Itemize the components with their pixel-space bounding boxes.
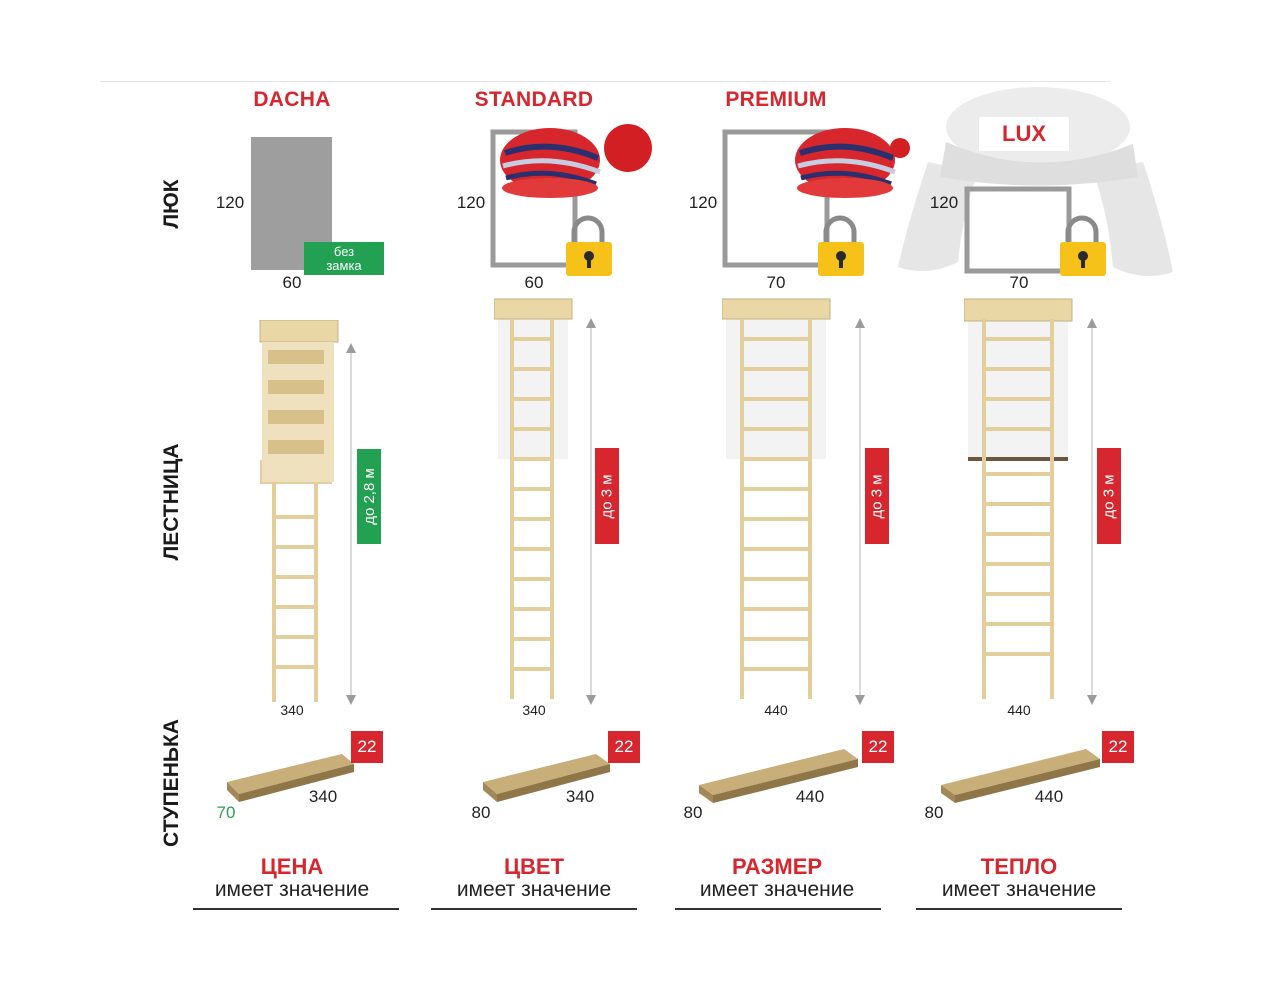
hatch-width-lux: 70 [1009,273,1029,292]
ladder-width-dacha: 340 [280,702,304,718]
folding-ladder-icon [722,298,831,699]
footer-title-lux: ТЕПЛО [980,854,1058,879]
wooden-step-icon [227,754,354,802]
step-thickness-standard: 22 [608,731,640,763]
hatch-height-premium: 120 [688,193,718,212]
folding-ladder-icon [964,298,1073,699]
footer-line-standard [431,908,637,910]
hatch-width-premium: 70 [766,273,786,292]
ladder-standard [494,298,573,699]
hatch-width-standard: 60 [524,273,544,292]
step-lux [941,749,1100,803]
footer-title-dacha: ЦЕНА [260,854,324,879]
ladder-dacha [259,320,339,702]
ladder-height-badge-premium: до 3 м [865,448,889,544]
step-length-lux: 440 [1034,787,1064,806]
folding-ladder-icon [259,320,339,702]
model-title-standard: STANDARD [474,88,594,111]
footer-line-premium [675,908,881,910]
hatch-standard [490,124,652,276]
no-lock-text: без замка [326,243,362,273]
footer-sub-dacha: имеет значение [214,878,370,901]
ladder-height-standard: до 3 м [598,473,616,519]
hatch-width-dacha: 60 [282,273,302,292]
model-title-dacha: DACHA [253,88,331,111]
ladder-height-arrow-standard [586,318,596,705]
hatch-height-standard: 120 [456,193,486,212]
footer-title-standard: ЦВЕТ [503,854,565,879]
footer-sub-lux: имеет значение [941,878,1097,901]
step-length-premium: 440 [795,787,825,806]
ladder-height-arrow-premium [855,318,865,705]
footer-sub-premium: имеет значение [699,878,855,901]
ladder-width-lux: 440 [1007,702,1031,718]
row-label-ladder: ЛЕСТНИЦА [160,443,183,561]
step-depth-standard: 80 [471,803,491,822]
ladder-height-arrow-lux [1087,318,1097,705]
footer-line-lux [916,908,1122,910]
ladder-height-lux: до 3 м [1100,473,1118,519]
step-standard [483,754,610,802]
knit-hat-icon [795,128,910,198]
hatch-height-dacha: 120 [215,193,245,212]
step-thickness-dacha: 22 [351,731,383,763]
wooden-step-icon [699,749,858,803]
hatch-height-lux: 120 [929,193,959,212]
model-title-premium: PREMIUM [725,88,827,111]
step-length-dacha: 340 [308,787,338,806]
ladder-width-premium: 440 [764,702,788,718]
footer-sub-standard: имеет значение [456,878,612,901]
step-length-standard: 340 [565,787,595,806]
step-depth-premium: 80 [683,803,703,822]
step-thickness-premium: 22 [862,731,894,763]
padlock-icon [818,215,864,276]
ladder-height-arrow-dacha [346,343,356,705]
no-lock-badge: без замка [304,242,384,275]
folding-ladder-icon [494,298,573,699]
ladder-premium [722,298,831,699]
step-premium [699,749,858,803]
ladder-height-badge-standard: до 3 м [595,448,619,544]
padlock-icon [1060,215,1106,276]
knit-hat-icon [500,124,652,198]
model-title-lux: LUX [979,117,1069,151]
step-dacha [227,754,354,802]
step-depth-dacha: 70 [216,803,236,822]
row-label-step: СТУПЕНЬКА [160,719,183,847]
ladder-lux [964,298,1073,699]
footer-line-dacha [193,908,399,910]
ladder-height-badge-lux: до 3 м [1097,448,1121,544]
step-thickness-lux: 22 [1102,731,1134,763]
hatch-lux [898,87,1173,276]
fur-hat-icon [898,87,1173,276]
row-label-hatch: ЛЮК [160,179,183,229]
ladder-height-premium: до 3 м [868,473,886,519]
ladder-height-badge-dacha: до 2,8 м [357,449,381,544]
step-depth-lux: 80 [924,803,944,822]
padlock-icon [566,215,612,276]
hatch-premium [722,128,910,276]
ladder-width-standard: 340 [522,702,546,718]
wooden-step-icon [483,754,610,802]
top-divider [100,81,1110,82]
wooden-step-icon [941,749,1100,803]
ladder-height-dacha: до 2,8 м [360,468,378,525]
footer-title-premium: РАЗМЕР [731,854,823,879]
